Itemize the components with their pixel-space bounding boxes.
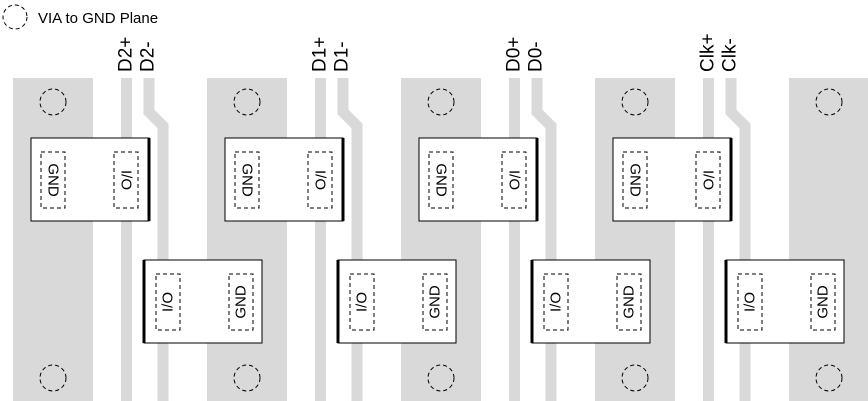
- gnd-via-icon: [427, 88, 455, 116]
- io-pad: [113, 151, 139, 209]
- io-pad: [501, 151, 527, 209]
- gnd-pad-label: GND: [233, 285, 250, 319]
- gnd-vias: [39, 88, 843, 392]
- io-pad-label: I/O: [700, 170, 717, 190]
- gnd-plane-strip: [789, 78, 868, 401]
- gnd-pad: [428, 151, 454, 209]
- gnd-via-icon: [621, 88, 649, 116]
- pair-label-positive: D0+: [504, 37, 525, 72]
- gnd-pad-label: GND: [815, 285, 832, 319]
- io-pad-label: I/O: [118, 170, 135, 190]
- gnd-plane-strip: [401, 78, 481, 401]
- trace-positive: [703, 78, 714, 401]
- pair-label-negative: D2-: [138, 41, 159, 72]
- io-pad: [349, 273, 375, 331]
- trace-negative: [143, 78, 169, 401]
- gnd-pad: [422, 273, 448, 331]
- gnd-via-icon: [39, 364, 67, 392]
- pair-label-positive: D1+: [310, 37, 331, 72]
- esd-components: GND I/O I/O GND GND I/O I/O GND GND I/O I/O GND GND I…: [30, 137, 845, 344]
- gnd-pad-label: GND: [427, 285, 444, 319]
- gnd-via-icon: [427, 364, 455, 392]
- pair-label-negative: Clk-: [720, 38, 741, 72]
- io-pad: [543, 273, 569, 331]
- dashed-circle-icon: [2, 4, 28, 30]
- gnd-pad: [616, 273, 642, 331]
- io-pad-label: I/O: [548, 292, 565, 312]
- gnd-via-icon: [233, 88, 261, 116]
- gnd-plane-strip: [207, 78, 287, 401]
- trace-positive: [121, 78, 132, 401]
- legend: VIA to GND Plane: [2, 4, 158, 30]
- trace-negative: [725, 78, 751, 401]
- gnd-planes: [13, 78, 868, 401]
- pair-labels: D2+D2- D1+D1- D0+D0- Clk+Clk-: [116, 33, 741, 72]
- pair-label-negative: D1-: [332, 41, 353, 72]
- gnd-pad: [228, 273, 254, 331]
- gnd-pad: [622, 151, 648, 209]
- trace-positive: [509, 78, 520, 401]
- pair-label-positive: Clk+: [698, 33, 719, 72]
- gnd-plane-strip: [595, 78, 675, 401]
- gnd-via-icon: [39, 88, 67, 116]
- io-pad: [307, 151, 333, 209]
- pair-label-positive: D2+: [116, 37, 137, 72]
- io-pad-label: I/O: [354, 292, 371, 312]
- trace-negative: [337, 78, 363, 401]
- trace-negative: [531, 78, 557, 401]
- gnd-pad: [40, 151, 66, 209]
- gnd-via-icon: [815, 88, 843, 116]
- io-pad-label: I/O: [160, 292, 177, 312]
- io-pad-label: I/O: [742, 292, 759, 312]
- gnd-pad-label: GND: [433, 163, 450, 197]
- pair-label-negative: D0-: [526, 41, 547, 72]
- legend-label: VIA to GND Plane: [38, 10, 158, 27]
- io-pad: [695, 151, 721, 209]
- gnd-pad: [810, 273, 836, 331]
- io-pad-label: I/O: [312, 170, 329, 190]
- gnd-pad-label: GND: [627, 163, 644, 197]
- gnd-pad-label: GND: [45, 163, 62, 197]
- io-pad: [155, 273, 181, 331]
- gnd-pad: [234, 151, 260, 209]
- io-pad-label: I/O: [506, 170, 523, 190]
- gnd-pad-label: GND: [621, 285, 638, 319]
- gnd-via-icon: [815, 364, 843, 392]
- io-pad: [737, 273, 763, 331]
- gnd-via-icon: [233, 364, 261, 392]
- gnd-pad-label: GND: [239, 163, 256, 197]
- gnd-via-icon: [621, 364, 649, 392]
- gnd-plane-strip: [13, 78, 93, 401]
- trace-positive: [315, 78, 326, 401]
